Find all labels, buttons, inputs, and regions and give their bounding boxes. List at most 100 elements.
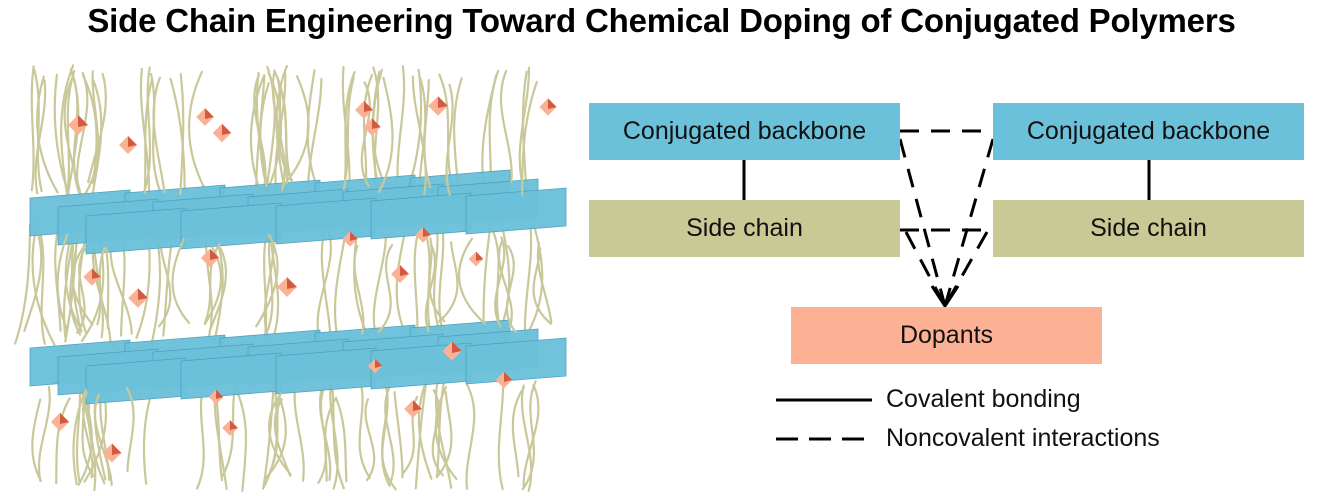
side-chain-strand [277, 81, 293, 183]
side-chain-strand [434, 375, 453, 489]
side-chain-strand [203, 242, 221, 324]
figure-title: Side Chain Engineering Toward Chemical D… [87, 2, 1236, 39]
side-chain-strand [532, 247, 552, 325]
side-chain-strand [520, 384, 533, 492]
side-chain-strand [423, 79, 432, 188]
side-chain-strand [293, 385, 305, 482]
side-chain-strand [35, 75, 59, 194]
side-chain-strands-front [31, 69, 553, 487]
side-chain-strand [317, 384, 328, 485]
side-chain-strand [55, 397, 71, 485]
dopant-molecules [50, 96, 557, 463]
dopant-mark-facet [372, 118, 381, 129]
side-chain-strand [281, 75, 310, 188]
side-chain-strand [497, 239, 513, 329]
side-chain-strand [169, 77, 186, 194]
side-chain-strand [171, 237, 191, 325]
dopant-mark-facet [222, 123, 232, 135]
side-chain-strand [377, 243, 394, 333]
backbone-right-to-dopants [943, 138, 995, 307]
side-chain-strand [267, 392, 292, 476]
side-chain-strand [149, 72, 165, 201]
side-chain-strand [157, 248, 172, 328]
side-chain-strand [269, 394, 281, 473]
conjugated-backbone-left-box: Conjugated backbone [589, 103, 900, 160]
side-chain-strand [353, 244, 365, 335]
side-chain-strand [424, 245, 437, 333]
side-chain-left-box: Side chain [589, 200, 900, 257]
conjugated-backbone-right-box: Conjugated backbone [993, 103, 1304, 160]
side-chain-strand [203, 246, 223, 326]
dopant-mark-facet [112, 443, 122, 455]
side-chain-strand [494, 236, 506, 328]
dopant-mark-facet [138, 288, 148, 300]
side-chain-strand [521, 80, 538, 196]
side-chain-left-label: Side chain [686, 214, 803, 242]
side-chain-strand [71, 245, 94, 326]
backbone-layer-top [29, 169, 567, 255]
conjugated-backbone-right-label: Conjugated backbone [1026, 117, 1271, 145]
side-chain-strand [76, 71, 89, 192]
side-chain-strand [522, 384, 540, 488]
side-chain-strand [96, 247, 106, 326]
side-chain-strand [523, 222, 533, 338]
side-chain-strand [358, 384, 371, 480]
backbone-slab [465, 187, 567, 235]
side-chain-strand [434, 386, 458, 481]
dopant-mark-facet [210, 248, 220, 260]
side-chain-strand [342, 76, 355, 190]
side-chain-strand [235, 388, 248, 493]
side-chain-strand [521, 380, 537, 491]
dopant-mark-facet [128, 136, 137, 147]
side-chain-strand [105, 247, 110, 330]
side-chain-strand [411, 75, 427, 196]
side-chain-strand [76, 248, 86, 334]
side-chain-strand [499, 69, 513, 183]
conjugated-backbone-left-label: Conjugated backbone [622, 117, 867, 145]
side-chain-strand [360, 81, 371, 188]
side-chain-strand [384, 385, 395, 486]
side-chain-strand [329, 378, 339, 490]
arrowhead-icon [930, 285, 960, 309]
side-chain-strand [56, 234, 69, 331]
side-chain-strand [65, 69, 76, 199]
side-chain-strand [273, 398, 292, 477]
side-chain-right-label: Side chain [1090, 214, 1207, 242]
side-chain-strand [37, 225, 46, 345]
dopant-mark-facet [375, 358, 383, 368]
dopant-mark-facet [230, 420, 238, 430]
noncovalent-links [898, 129, 995, 307]
dopant-mark-facet [452, 341, 462, 353]
dopant-mark-facet [216, 389, 224, 399]
side-chain-strand [82, 74, 98, 185]
dopant-mark-facet [60, 412, 70, 424]
dopant-mark-facet [504, 371, 513, 382]
side-chain-right-box: Side chain [993, 200, 1304, 257]
backbone-left-to-dopants [898, 138, 947, 307]
side-chain-strand [335, 398, 348, 483]
side-chain-strand [511, 386, 526, 478]
side-chain-strand [437, 390, 453, 477]
dopant-mark-facet [438, 96, 448, 108]
legend-covalent-label: Covalent bonding [886, 385, 1081, 413]
dopants-label: Dopants [899, 321, 994, 349]
side-chain-strand [465, 383, 476, 490]
side-chain-strand [54, 221, 62, 332]
side-chain-strand [31, 398, 42, 482]
side-chain-strand [34, 79, 47, 195]
side-chain-strand [445, 83, 454, 196]
dopant-mark-facet [413, 400, 422, 411]
side-chain-strand [438, 241, 459, 323]
side-chain-strand [263, 395, 287, 480]
dopant-mark-facet [400, 265, 409, 276]
side-chain-strand [87, 72, 107, 184]
legend-noncovalent-label: Noncovalent interactions [886, 424, 1160, 452]
side-chain-strand [364, 398, 376, 482]
side-chain-strand [30, 65, 35, 192]
side-chain-strand [324, 396, 338, 482]
dopant-mark-facet [92, 268, 101, 279]
side-chain-strand [393, 391, 404, 479]
backbone-slab [465, 337, 567, 385]
side-chain-strand [521, 70, 528, 194]
